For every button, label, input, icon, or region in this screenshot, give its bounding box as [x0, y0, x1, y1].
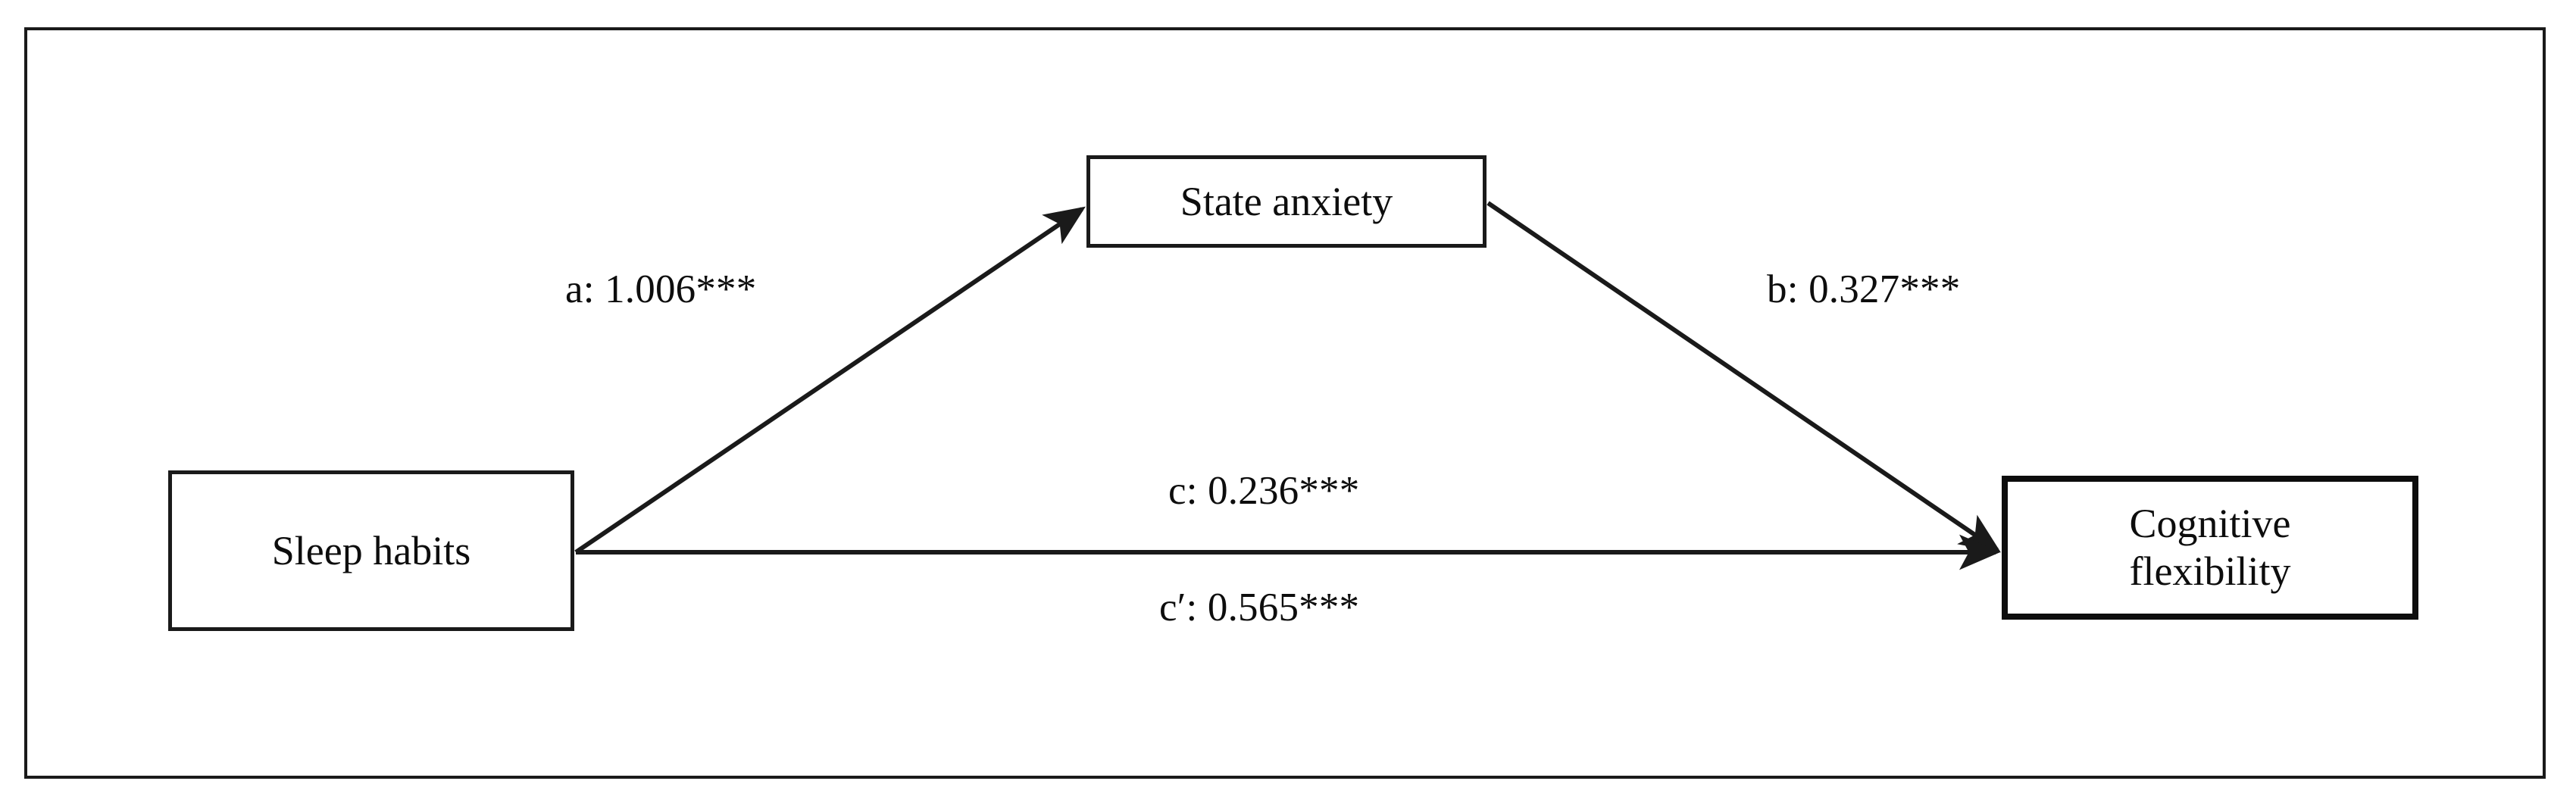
node-sleep-habits-label: Sleep habits	[271, 527, 471, 573]
path-c-label: c: 0.236***	[1168, 469, 1360, 513]
node-cognitive-flexibility-line2: flexibility	[2129, 548, 2291, 594]
node-sleep-habits[interactable]: Sleep habits	[168, 470, 574, 631]
path-b-label: b: 0.327***	[1767, 267, 1961, 311]
node-cognitive-flexibility[interactable]: Cognitive flexibility	[2002, 476, 2418, 620]
path-c-prime-label: c′: 0.565***	[1159, 586, 1360, 629]
path-a-label: a: 1.006***	[565, 267, 757, 311]
node-state-anxiety-label: State anxiety	[1180, 178, 1393, 224]
node-cognitive-flexibility-line1: Cognitive	[2129, 501, 2291, 547]
figure-border	[24, 27, 2546, 779]
node-cognitive-flexibility-label: Cognitive flexibility	[2130, 500, 2291, 595]
node-state-anxiety[interactable]: State anxiety	[1086, 155, 1487, 248]
